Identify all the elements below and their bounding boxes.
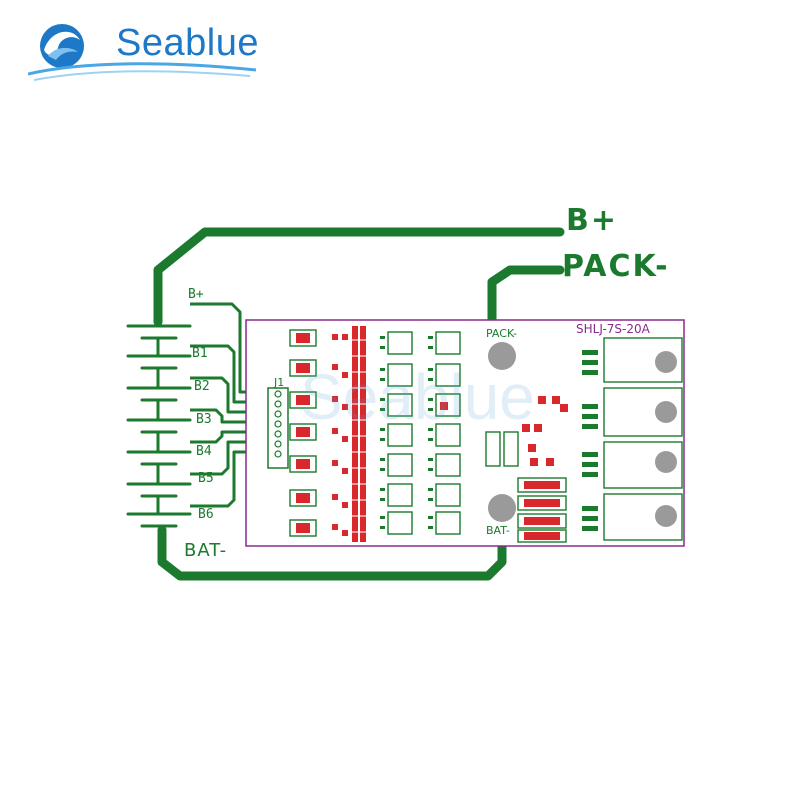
ic-pins <box>380 336 433 529</box>
j1-label: J1 <box>273 376 284 389</box>
tap-label-b5: B5 <box>198 471 214 486</box>
j1-connector <box>267 387 289 469</box>
tap-label-b2: B2 <box>194 379 210 394</box>
ic-marker <box>440 402 448 410</box>
bat-minus-trace <box>157 523 507 581</box>
tap-label-b1: B1 <box>192 346 208 361</box>
battery-cells <box>126 324 192 528</box>
balance-resistors <box>289 329 317 537</box>
main-traces <box>153 227 565 581</box>
red-pad-strip <box>352 326 366 542</box>
mosfet-blocks <box>603 337 683 541</box>
board-model-label: SHLJ-7S-20A <box>576 322 651 336</box>
wave-logo-icon <box>28 24 257 81</box>
mounting-holes <box>488 342 516 522</box>
controller-passives <box>522 396 568 466</box>
mosfet-tabs <box>655 351 677 527</box>
brand-name: Seablue <box>116 22 259 64</box>
small-components <box>332 334 348 536</box>
brand-logo: Seablue <box>28 12 258 82</box>
bat-minus-label: BAT- <box>184 540 227 561</box>
b-plus-trace <box>153 227 565 327</box>
board-bat-label: BAT- <box>486 524 510 537</box>
tap-label-b-plus: B+ <box>188 287 204 302</box>
board-pack-label: PACK- <box>486 327 517 340</box>
controller-ic <box>485 431 519 467</box>
b-plus-label: B+ <box>566 203 618 238</box>
tap-label-b3: B3 <box>196 412 212 427</box>
tap-label-b6: B6 <box>198 507 214 522</box>
pack-minus-label: PACK- <box>562 249 670 284</box>
pack-minus-trace <box>487 265 565 333</box>
tap-labels: B+ B1 B2 B3 B4 B5 B6 <box>188 287 214 522</box>
tap-label-b4: B4 <box>196 444 212 459</box>
shunt-resistors <box>517 477 567 543</box>
mosfet-pins <box>582 350 598 531</box>
ic-grid <box>387 331 461 535</box>
